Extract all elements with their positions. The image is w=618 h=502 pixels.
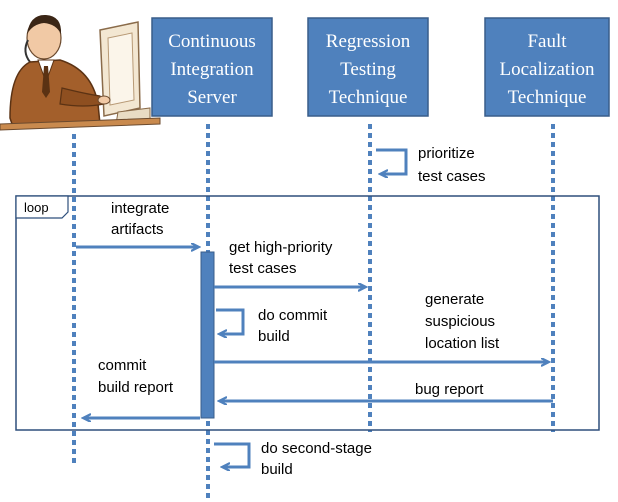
arrow-second-stage (214, 442, 251, 467)
participant-rt: Regression Testing Technique (307, 17, 429, 117)
arrow-prioritize (376, 148, 408, 174)
message-label: do commit (258, 307, 328, 324)
participant-box (484, 17, 610, 117)
message-label: generate (425, 291, 484, 308)
arrow-commit-build (216, 308, 245, 334)
developer-at-computer-icon (0, 14, 161, 131)
participant-label: Regression (326, 31, 411, 52)
participant-fl: Fault Localization Technique (484, 17, 610, 117)
message-label: test cases (229, 260, 297, 277)
message-label: location list (425, 335, 500, 352)
participant-label: Localization (500, 59, 595, 80)
message-label: get high-priority (229, 239, 333, 256)
message-label: artifacts (111, 221, 164, 238)
message-label: do second-stage (261, 440, 372, 457)
participant-label: Server (187, 87, 237, 108)
message-label: build (261, 461, 293, 478)
message-label: integrate (111, 200, 169, 217)
message-label: build report (98, 379, 174, 396)
participant-label: Technique (329, 87, 408, 108)
participant-ci: Continuous Integration Server (151, 17, 273, 117)
message-label: build (258, 328, 290, 345)
message-label: bug report (415, 381, 484, 398)
participant-box (307, 17, 429, 117)
participant-box (151, 17, 273, 117)
loop-tag (15, 195, 69, 219)
message-label: suspicious (425, 313, 495, 330)
message-label: prioritize (418, 145, 475, 162)
participant-label: Testing (340, 59, 396, 80)
participant-label: Fault (527, 31, 567, 52)
loop-frame (15, 195, 600, 431)
participant-label: Integration (170, 59, 254, 80)
message-label: test cases (418, 168, 486, 185)
message-label: commit (98, 357, 147, 374)
loop-label: loop (24, 200, 49, 215)
activation-bar (200, 251, 215, 419)
participant-label: Technique (508, 87, 587, 108)
participant-label: Continuous (168, 31, 256, 52)
